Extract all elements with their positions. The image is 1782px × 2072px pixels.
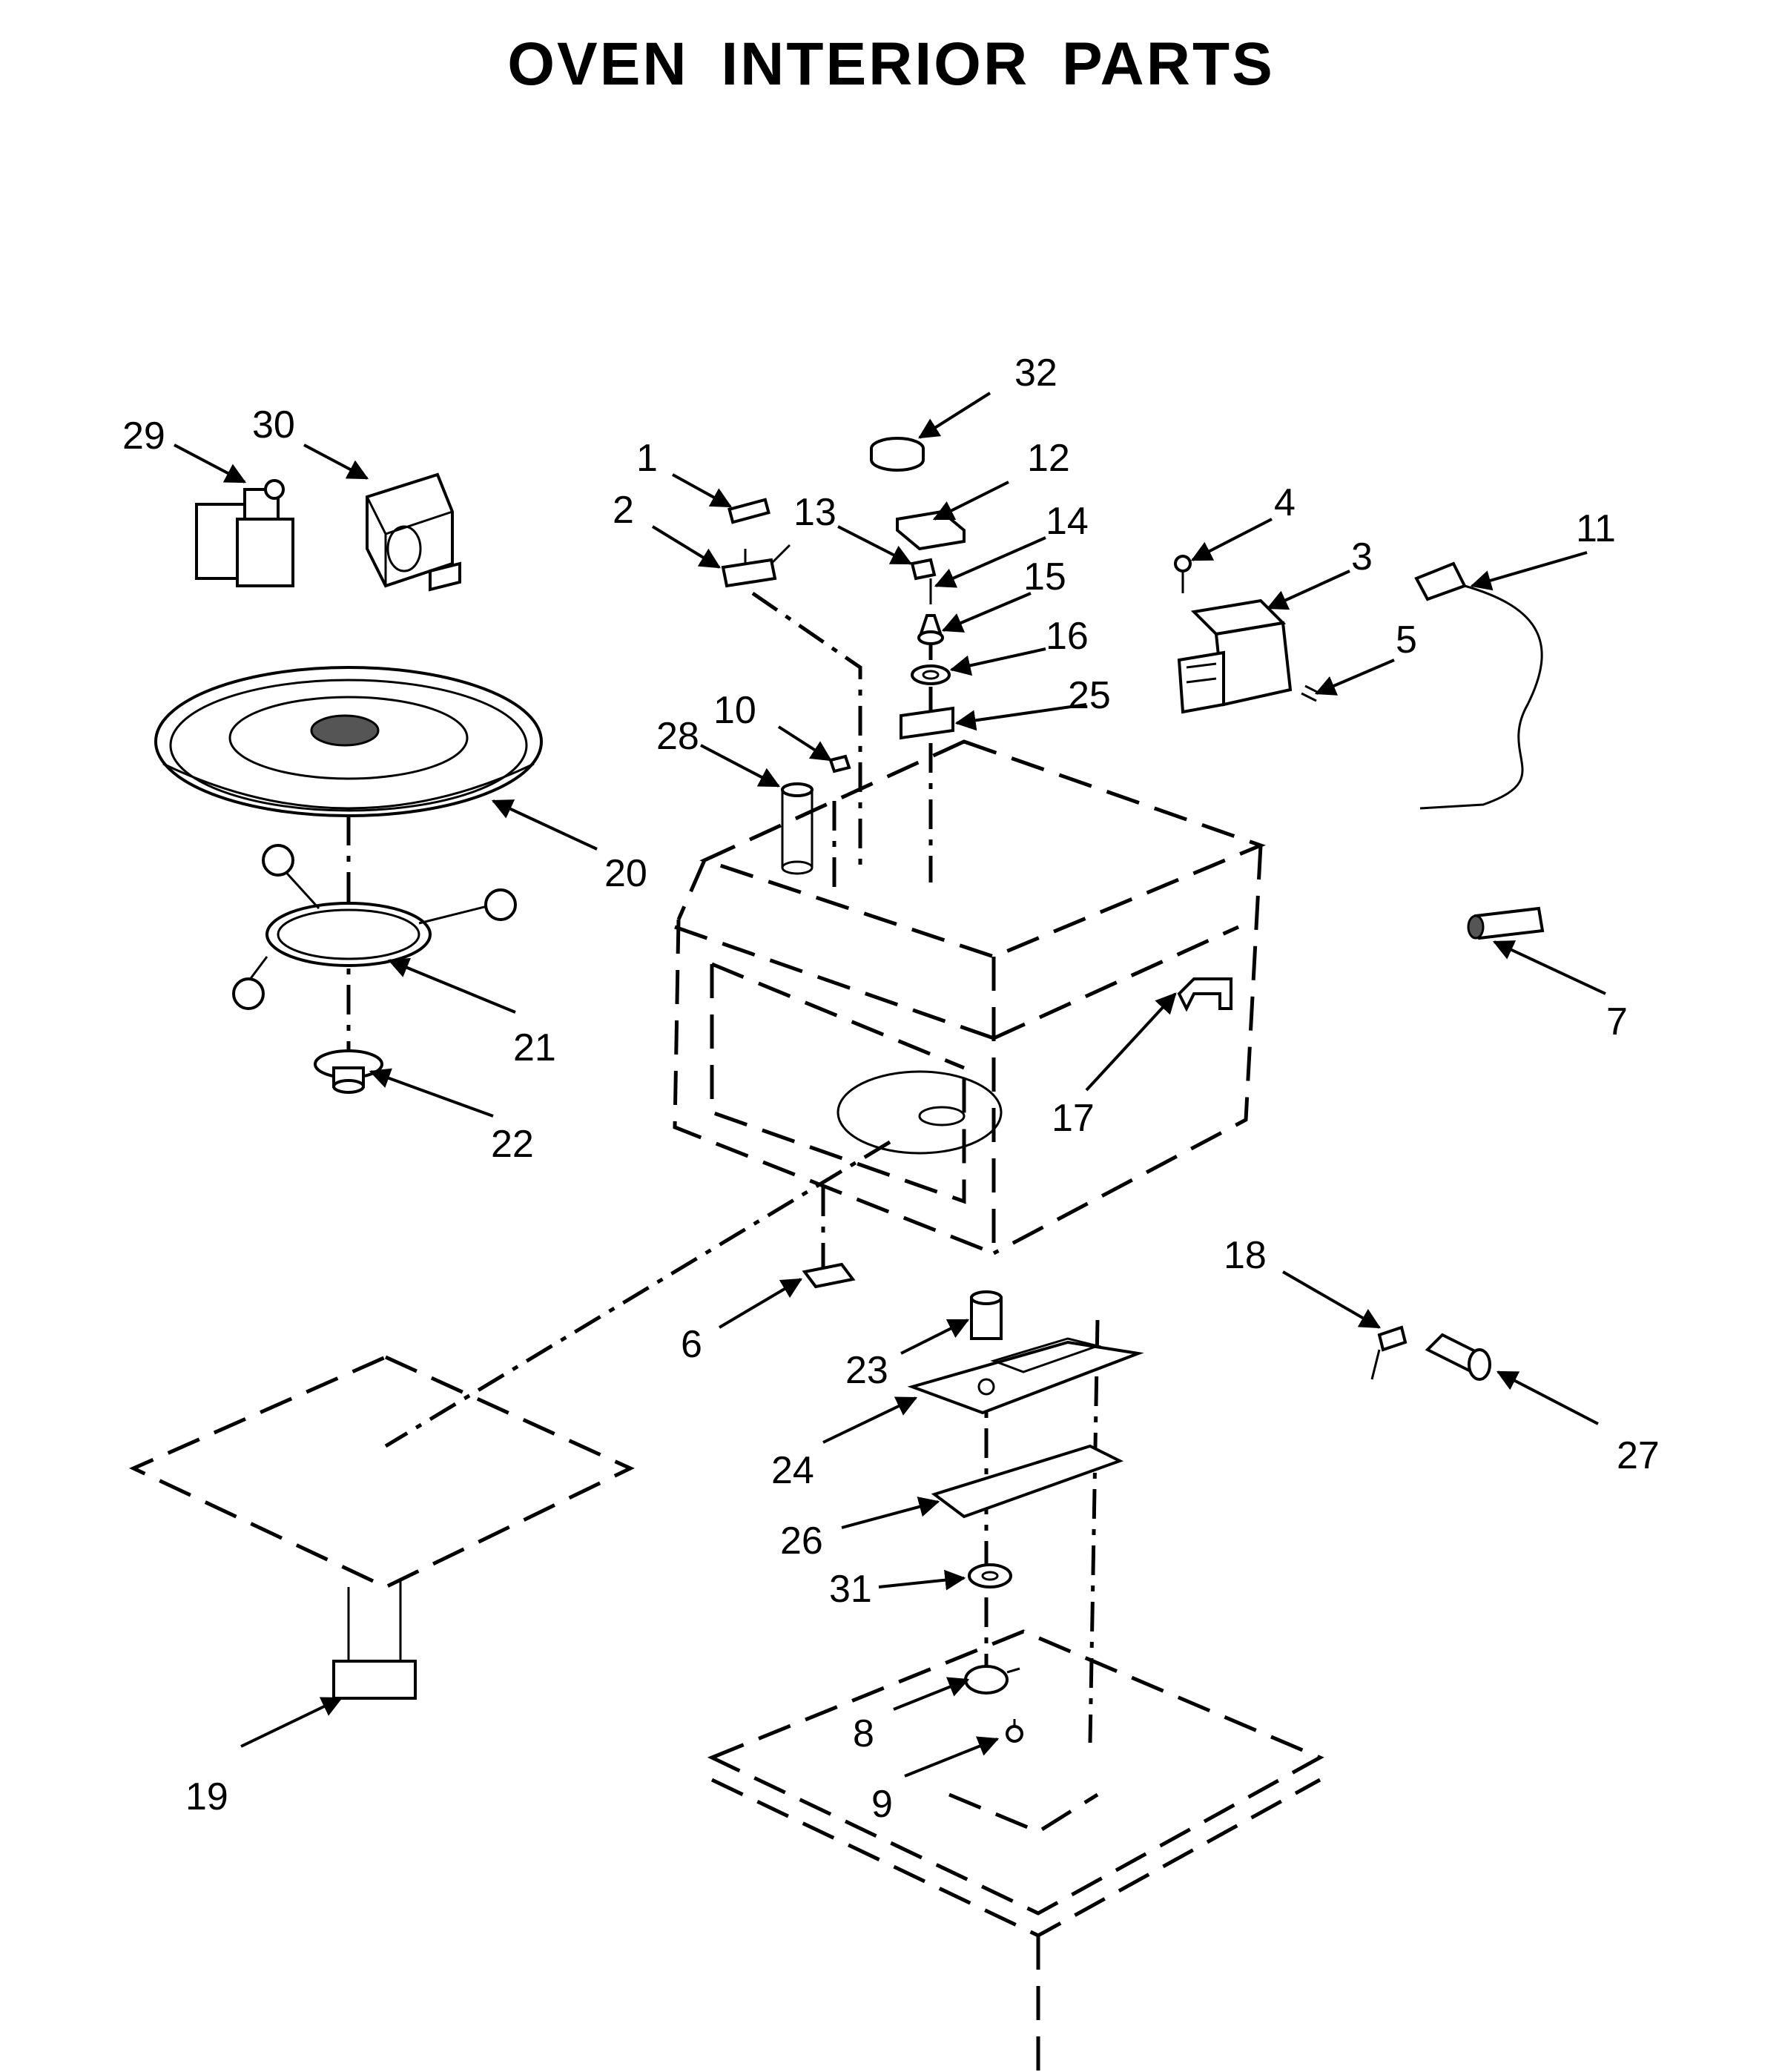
callout-20: 20 — [604, 852, 647, 895]
capacitor-part[interactable] — [1425, 1333, 1491, 1381]
plate-part-24[interactable] — [907, 1337, 1144, 1415]
callout-6: 6 — [681, 1323, 702, 1366]
callout-13: 13 — [793, 491, 836, 534]
thermostat-part[interactable] — [802, 1262, 856, 1289]
power-cord-part[interactable] — [1414, 561, 1543, 810]
callout-21: 21 — [513, 1026, 556, 1069]
axis-line — [751, 591, 862, 868]
roller-support-part[interactable] — [232, 844, 517, 1010]
callout-19: 19 — [185, 1775, 228, 1818]
callout-labels: 1 2 3 4 5 6 7 8 9 10 11 12 13 14 15 16 1… — [122, 352, 1660, 1826]
insulator-part-26[interactable] — [931, 1444, 1124, 1519]
callout-2: 2 — [613, 489, 634, 532]
callout-28: 28 — [656, 715, 699, 758]
callout-12: 12 — [1027, 437, 1070, 480]
turntable-tray-part[interactable] — [154, 666, 543, 817]
bracket-part-25[interactable] — [900, 706, 954, 740]
callout-14: 14 — [1046, 500, 1089, 543]
washer-part-16[interactable] — [911, 664, 951, 685]
lamp-part[interactable] — [1467, 906, 1545, 940]
fuse-part[interactable] — [727, 498, 770, 524]
callout-16: 16 — [1046, 615, 1089, 658]
clip-part-10[interactable] — [828, 754, 851, 773]
callout-15: 15 — [1023, 555, 1066, 598]
tube-part-28[interactable] — [781, 782, 814, 875]
callout-27: 27 — [1617, 1434, 1660, 1477]
callout-23: 23 — [845, 1349, 888, 1392]
motor-part-8[interactable] — [964, 1665, 1020, 1695]
callout-7: 7 — [1606, 1000, 1628, 1043]
grommet-part[interactable] — [870, 437, 925, 472]
callout-4: 4 — [1274, 481, 1296, 524]
callout-3: 3 — [1351, 535, 1373, 578]
callout-5: 5 — [1396, 618, 1417, 661]
fuse-holder-part[interactable] — [721, 544, 791, 588]
callout-29: 29 — [122, 415, 165, 458]
callout-18: 18 — [1224, 1234, 1267, 1277]
callout-22: 22 — [491, 1123, 534, 1166]
cavity-outline — [673, 739, 1266, 1256]
page-title: OVEN INTERIOR PARTS — [507, 30, 1275, 98]
callout-32: 32 — [1014, 352, 1057, 395]
callout-26: 26 — [780, 1520, 823, 1563]
leader-lines — [174, 392, 1606, 1778]
bracket-part-12[interactable] — [896, 509, 966, 551]
transformer-part[interactable] — [366, 472, 461, 592]
spacer-part-31[interactable] — [968, 1563, 1012, 1588]
screw-part-9[interactable] — [1006, 1719, 1023, 1743]
diode-part[interactable] — [1370, 1325, 1408, 1380]
callout-10: 10 — [713, 689, 756, 732]
clip-part-13[interactable] — [910, 558, 937, 581]
relay-part[interactable] — [195, 479, 294, 587]
magnetron-part[interactable] — [1177, 598, 1293, 714]
axis-line — [384, 1140, 891, 1448]
stirrer-part-15[interactable] — [917, 614, 944, 645]
cover-part-19[interactable] — [128, 1355, 635, 1700]
screw-part-4[interactable] — [1174, 555, 1192, 593]
callout-8: 8 — [853, 1712, 874, 1755]
callout-25: 25 — [1068, 674, 1111, 717]
callout-30: 30 — [252, 403, 295, 446]
callout-9: 9 — [871, 1783, 893, 1826]
callout-1: 1 — [636, 437, 658, 480]
callout-11: 11 — [1576, 507, 1616, 550]
base-tray-outline — [707, 1629, 1324, 2072]
bracket-part-17[interactable] — [1177, 977, 1232, 1012]
callout-31: 31 — [829, 1568, 872, 1611]
callout-17: 17 — [1052, 1097, 1095, 1140]
coupler-part-23[interactable] — [970, 1290, 1003, 1340]
coupler-part[interactable] — [314, 1049, 383, 1094]
callout-24: 24 — [771, 1449, 814, 1492]
axis-line — [1088, 1319, 1100, 1743]
